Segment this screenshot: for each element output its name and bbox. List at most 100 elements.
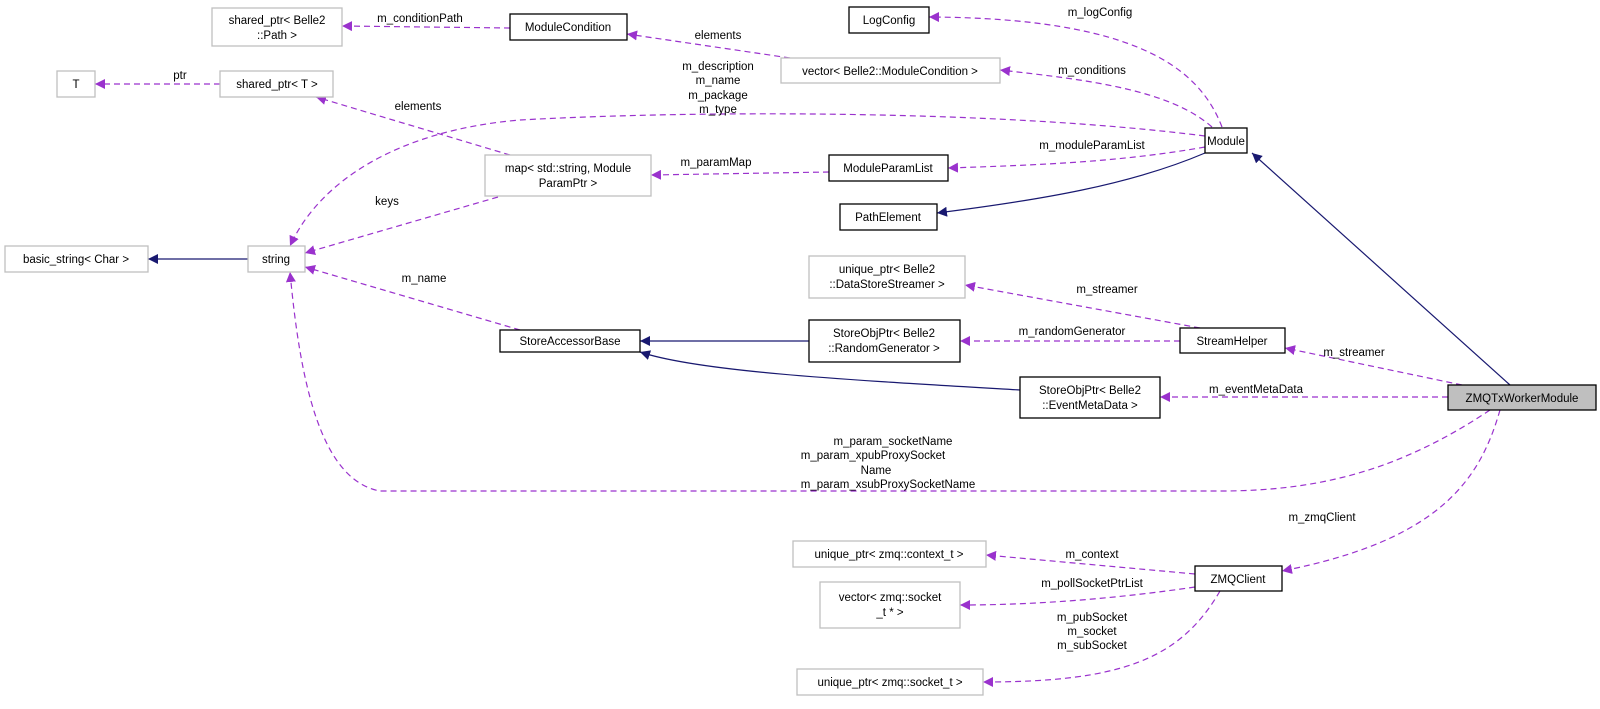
- svg-text:T: T: [72, 79, 79, 91]
- svg-text:unique_ptr< zmq::context_t >: unique_ptr< zmq::context_t >: [815, 549, 964, 561]
- svg-text:string: string: [262, 254, 290, 266]
- edge-keys: [304, 196, 499, 256]
- label-module-strings-1: m_name: [696, 75, 741, 87]
- edge-accessor-name: [304, 265, 521, 331]
- node-t[interactable]: T: [56, 70, 96, 98]
- svg-text:vector< zmq::socket: vector< zmq::socket: [839, 592, 942, 604]
- edge-event-accessor: [639, 350, 1021, 391]
- label-sockets-1: m_socket: [1067, 626, 1117, 638]
- svg-text:StoreObjPtr< Belle2: StoreObjPtr< Belle2: [1039, 385, 1141, 397]
- svg-text:StoreObjPtr< Belle2: StoreObjPtr< Belle2: [833, 328, 935, 340]
- edge-worker-module: [1251, 152, 1511, 386]
- label-sockets-2: m_subSocket: [1057, 640, 1127, 652]
- edge-param-map: [650, 169, 830, 180]
- label-worker-strings-1: m_param_xpubProxySocket: [801, 450, 946, 462]
- node-shared-ptr-path[interactable]: shared_ptr< Belle2 ::Path >: [211, 7, 343, 47]
- edge-worker-strings: [285, 271, 1491, 492]
- svg-text:unique_ptr< zmq::socket_t >: unique_ptr< zmq::socket_t >: [817, 677, 962, 689]
- node-unique-ptr-streamer[interactable]: unique_ptr< Belle2 ::DataStoreStreamer >: [808, 255, 966, 299]
- label-ptr: ptr: [173, 70, 187, 82]
- label-event-meta-data: m_eventMetaData: [1209, 384, 1304, 396]
- label-worker-strings-0: m_param_socketName: [834, 436, 953, 448]
- svg-text:unique_ptr< Belle2: unique_ptr< Belle2: [839, 264, 935, 276]
- node-basic-string[interactable]: basic_string< Char >: [4, 245, 149, 273]
- edge-module-param-list: [947, 146, 1206, 173]
- svg-text:ZMQTxWorkerModule: ZMQTxWorkerModule: [1466, 393, 1579, 405]
- svg-text:ZMQClient: ZMQClient: [1211, 574, 1267, 586]
- label-context: m_context: [1065, 549, 1119, 561]
- node-module[interactable]: Module: [1204, 127, 1248, 154]
- node-shared-ptr-t[interactable]: shared_ptr< T >: [219, 70, 334, 98]
- svg-text:map< std::string, Module: map< std::string, Module: [505, 163, 631, 175]
- edge-context: [985, 550, 1196, 575]
- label-module-param-list: m_moduleParamList: [1039, 140, 1145, 152]
- svg-text:_t * >: _t * >: [875, 607, 903, 619]
- svg-text:ModuleCondition: ModuleCondition: [525, 22, 611, 34]
- label-random-generator: m_randomGenerator: [1019, 326, 1126, 338]
- label-module-strings-2: m_package: [688, 90, 747, 102]
- edge-labels: m_conditionPath elements ptr elements m_…: [173, 7, 1385, 652]
- node-zmq-tx-worker-module[interactable]: ZMQTxWorkerModule: [1447, 384, 1597, 411]
- svg-text:PathElement: PathElement: [855, 212, 922, 224]
- node-store-obj-event[interactable]: StoreObjPtr< Belle2 ::EventMetaData >: [1019, 376, 1161, 419]
- edge-module-path-element: [936, 152, 1206, 217]
- label-condition-path: m_conditionPath: [377, 13, 463, 25]
- node-unique-ptr-socket[interactable]: unique_ptr< zmq::socket_t >: [796, 668, 984, 696]
- edge-log-config: [928, 12, 1223, 128]
- svg-text:vector< Belle2::ModuleConditio: vector< Belle2::ModuleCondition >: [802, 66, 978, 78]
- svg-text:::RandomGenerator >: ::RandomGenerator >: [828, 343, 940, 355]
- edge-worker-streamer: [1284, 345, 1463, 386]
- label-keys: keys: [375, 196, 399, 208]
- svg-text:shared_ptr< Belle2: shared_ptr< Belle2: [229, 15, 326, 27]
- svg-text:::Path >: ::Path >: [257, 30, 297, 42]
- svg-text:basic_string< Char >: basic_string< Char >: [23, 254, 129, 266]
- label-helper-streamer: m_streamer: [1076, 284, 1138, 296]
- edge-elements-map: [315, 95, 511, 156]
- node-store-accessor-base[interactable]: StoreAccessorBase: [499, 329, 641, 353]
- edge-condition-path: [341, 21, 511, 32]
- label-poll-socket-list: m_pollSocketPtrList: [1041, 578, 1143, 590]
- label-module-strings-0: m_description: [682, 61, 754, 73]
- svg-text:StreamHelper: StreamHelper: [1197, 336, 1268, 348]
- label-accessor-name: m_name: [402, 273, 447, 285]
- edge-elements-condition: [626, 30, 791, 59]
- svg-text:::EventMetaData >: ::EventMetaData >: [1042, 400, 1138, 412]
- label-param-map: m_paramMap: [681, 157, 752, 169]
- node-module-condition[interactable]: ModuleCondition: [509, 13, 628, 41]
- edge-module-strings: [289, 113, 1206, 247]
- edge-poll-socket-list: [959, 586, 1196, 610]
- node-string[interactable]: string: [247, 245, 306, 273]
- label-log-config: m_logConfig: [1068, 7, 1133, 19]
- node-map-param[interactable]: map< std::string, Module ParamPtr >: [484, 154, 652, 197]
- node-unique-ptr-context[interactable]: unique_ptr< zmq::context_t >: [792, 540, 987, 568]
- nodes: shared_ptr< Belle2 ::Path > ModuleCondit…: [4, 6, 1597, 696]
- label-sockets-0: m_pubSocket: [1057, 612, 1128, 624]
- label-worker-streamer: m_streamer: [1323, 347, 1385, 359]
- edge-sockets: [982, 590, 1221, 687]
- edge-zmq-client: [1281, 409, 1501, 574]
- node-path-element[interactable]: PathElement: [839, 203, 938, 231]
- label-conditions: m_conditions: [1058, 65, 1126, 77]
- svg-text:shared_ptr< T >: shared_ptr< T >: [236, 79, 318, 91]
- node-module-param-list[interactable]: ModuleParamList: [828, 154, 949, 182]
- svg-text:::DataStoreStreamer >: ::DataStoreStreamer >: [829, 279, 945, 291]
- node-vector-socket[interactable]: vector< zmq::socket _t * >: [819, 581, 961, 629]
- label-worker-strings-3: m_param_xsubProxySocketName: [801, 479, 976, 491]
- node-stream-helper[interactable]: StreamHelper: [1179, 327, 1286, 354]
- svg-text:ModuleParamList: ModuleParamList: [843, 163, 933, 175]
- svg-text:LogConfig: LogConfig: [863, 15, 915, 27]
- edge-conditions: [999, 66, 1213, 128]
- svg-text:StoreAccessorBase: StoreAccessorBase: [520, 336, 621, 348]
- node-store-obj-random[interactable]: StoreObjPtr< Belle2 ::RandomGenerator >: [808, 319, 961, 363]
- label-elements-map: elements: [395, 101, 442, 113]
- svg-text:Module: Module: [1207, 136, 1245, 148]
- node-vector-module-condition[interactable]: vector< Belle2::ModuleCondition >: [780, 57, 1001, 84]
- edges: [95, 12, 1511, 687]
- label-elements-condition: elements: [695, 30, 742, 42]
- label-module-strings-3: m_type: [699, 104, 737, 116]
- node-zmq-client[interactable]: ZMQClient: [1194, 565, 1283, 592]
- node-log-config[interactable]: LogConfig: [848, 6, 930, 34]
- label-worker-strings-2: Name: [861, 465, 892, 477]
- svg-text:ParamPtr >: ParamPtr >: [539, 178, 598, 190]
